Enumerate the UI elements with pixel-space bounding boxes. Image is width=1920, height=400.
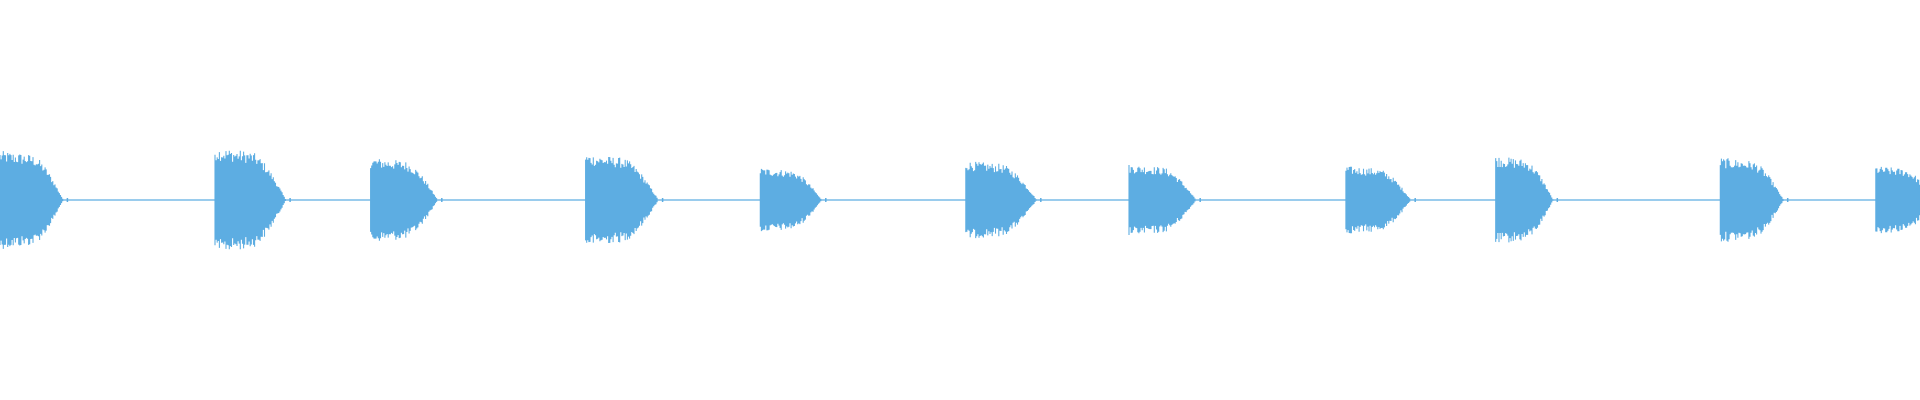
waveform-burst [965,161,1037,239]
waveform-burst [1128,165,1197,235]
waveform-burst [370,159,439,241]
waveform-bursts [0,150,1920,250]
waveform-burst [214,150,286,250]
waveform-burst [1875,166,1920,234]
waveform-burst [0,151,64,249]
waveform-burst [585,157,659,243]
waveform-burst [1495,157,1554,243]
waveform-burst [1719,158,1784,242]
waveform-burst [759,168,822,232]
waveform-burst [1345,166,1412,234]
